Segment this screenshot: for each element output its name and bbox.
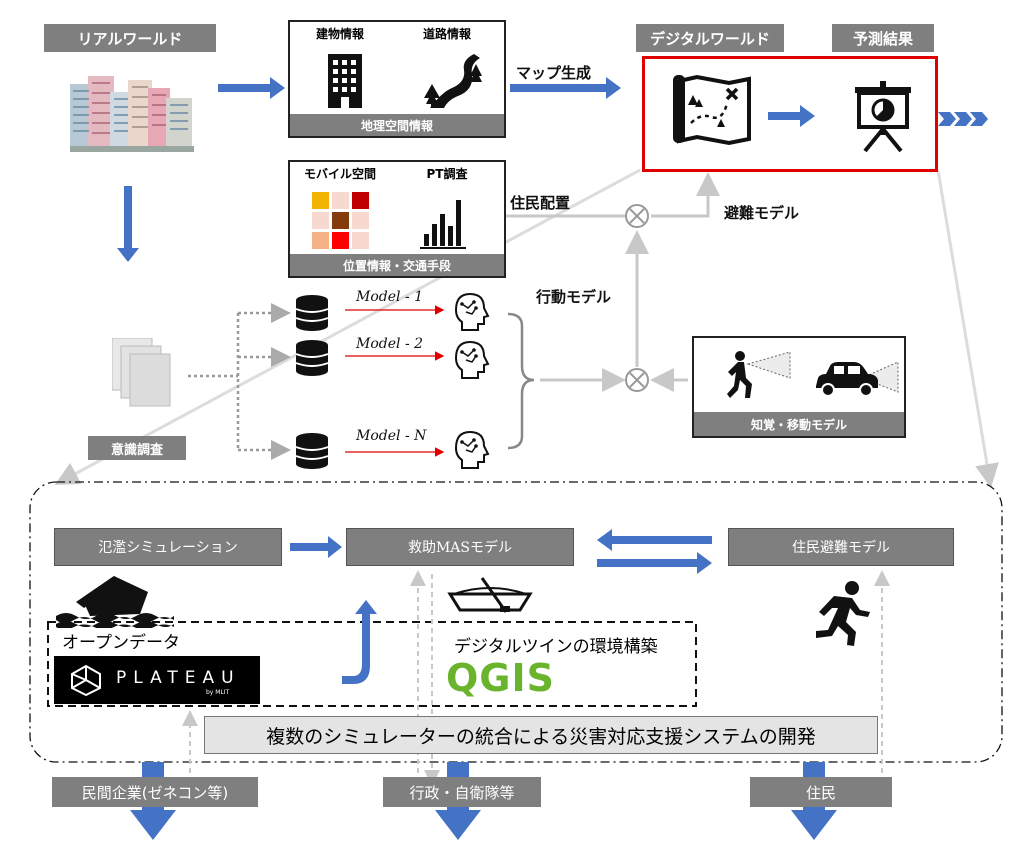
model-red-arrows (345, 305, 445, 457)
header-real-world: リアルワールド (44, 24, 216, 52)
output-private-companies: 民間企業(ゼネコン等) (52, 777, 258, 807)
label-road-info: 道路情報 (394, 22, 500, 44)
running-person-icon (816, 581, 870, 646)
diag-right-line (936, 169, 999, 488)
evac-up-line (651, 172, 720, 218)
plateau-text: PLATEAU (116, 668, 241, 688)
output-government-sdf: 行政・自衛隊等 (383, 777, 541, 807)
panel-perception-model: 知覚・移動モデル (692, 336, 906, 438)
database-icon-n (295, 433, 329, 469)
model-label-2: Model - 2 (356, 336, 424, 352)
label-map-generation: マップ生成 (516, 64, 592, 82)
models-brace (507, 312, 535, 450)
box-resident-evacuation: 住民避難モデル (728, 528, 954, 566)
heatmap-grid-icon (312, 192, 369, 249)
data-frame (47, 621, 697, 707)
output-residents: 住民 (750, 777, 892, 807)
box-rescue-mas: 救助MASモデル (346, 528, 574, 566)
digital-world-box (642, 56, 938, 172)
caption-location-info: 位置情報・交通手段 (290, 254, 504, 276)
plateau-logo: PLATEAU by MLIT (54, 656, 260, 704)
ai-head-icon-1 (454, 292, 490, 331)
model-label-1: Model - 1 (356, 289, 424, 305)
label-survey: 意識調査 (88, 436, 186, 460)
header-prediction: 予測結果 (832, 24, 934, 52)
caption-perception-model: 知覚・移動モデル (694, 412, 904, 436)
rescue-boat-icon (447, 577, 533, 613)
plateau-by-text: by MLIT (206, 689, 230, 696)
diag-left-line (54, 168, 641, 485)
survey-branches (188, 303, 291, 460)
label-mobile-space: モバイル空間 (290, 162, 390, 184)
database-icon-1 (295, 295, 329, 331)
system-title-banner: 複数のシミュレーターの統合による災害対応支援システムの開発 (204, 716, 878, 754)
bar-chart-icon (420, 200, 466, 249)
road-icon (424, 54, 482, 108)
merge-circle-bottom (625, 368, 649, 392)
panel-location-info: モバイル空間 PT調査 位置情報・交通手段 (288, 160, 506, 278)
label-open-data: オープンデータ (62, 633, 180, 653)
label-behavior-model: 行動モデル (536, 288, 612, 306)
car-icon (816, 361, 899, 397)
label-pt-survey: PT調査 (394, 162, 500, 184)
header-digital-world: デジタルワールド (636, 24, 784, 52)
system-frame (29, 481, 1003, 763)
presentation-chart-icon (855, 81, 911, 153)
caption-geo-info: 地理空間情報 (290, 114, 504, 136)
qgis-logo: QGIS (446, 656, 556, 700)
flooded-house-icon (56, 576, 174, 628)
database-icon-2 (295, 340, 329, 376)
city-buildings-image (70, 76, 194, 152)
pedestrian-icon (727, 351, 791, 398)
blue-arrows-top (117, 77, 988, 262)
label-evacuation-model: 避難モデル (724, 204, 800, 222)
box-flood-simulation: 氾濫シミュレーション (54, 528, 282, 566)
merge-circle-top (625, 204, 649, 228)
ai-head-icon-n (454, 430, 490, 469)
map-icon (673, 74, 751, 146)
label-resident-placement: 住民配置 (510, 194, 571, 212)
documents-icon (112, 338, 171, 407)
model-label-n: Model - N (356, 428, 427, 444)
panel-geo-info: 建物情報 道路情報 地理空間情報 (288, 20, 506, 138)
label-building-info: 建物情報 (290, 22, 390, 44)
building-icon (328, 54, 362, 108)
ai-head-icon-2 (454, 340, 490, 379)
plateau-cube-icon (71, 664, 101, 696)
label-digital-twin: デジタルツインの環境構築 (454, 637, 658, 657)
